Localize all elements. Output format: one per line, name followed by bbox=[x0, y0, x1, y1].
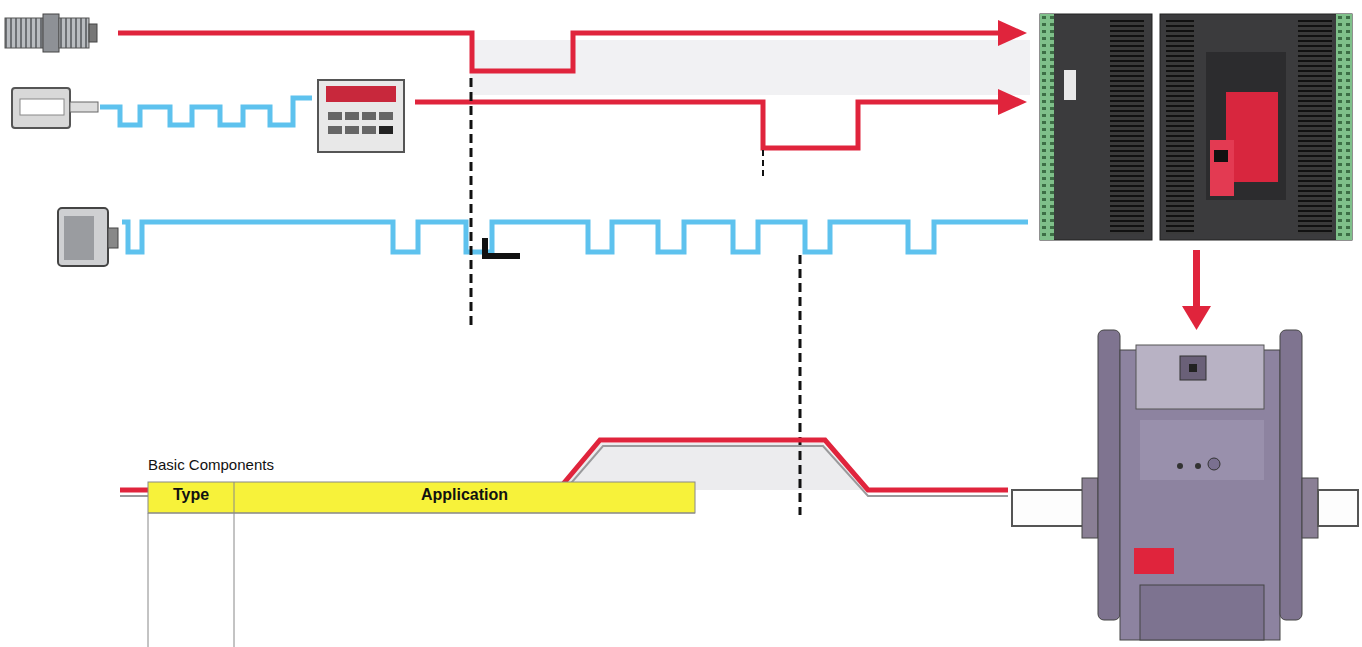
pulse-train bbox=[100, 98, 312, 125]
sensor-icon bbox=[5, 14, 97, 52]
arrow-head bbox=[998, 20, 1027, 46]
plc-icon bbox=[1040, 14, 1352, 240]
pulse-train bbox=[122, 222, 1028, 252]
dashed-marker bbox=[762, 150, 764, 180]
section-heading: Basic Components bbox=[148, 456, 274, 473]
arrow-shaft bbox=[1193, 250, 1200, 310]
dashed-marker bbox=[470, 78, 473, 330]
arrow-head bbox=[1182, 306, 1211, 330]
marker-bracket bbox=[485, 238, 520, 256]
components-table bbox=[148, 482, 695, 647]
signal-line bbox=[118, 33, 1000, 71]
signal-line bbox=[415, 102, 1000, 148]
counter-icon bbox=[318, 80, 404, 152]
table-header: Application bbox=[234, 486, 695, 504]
clutch-brake-unit bbox=[1012, 330, 1358, 640]
table-header: Type bbox=[148, 486, 234, 504]
proximity-icon bbox=[58, 208, 118, 266]
dashed-marker bbox=[799, 255, 802, 515]
encoder-icon bbox=[12, 88, 98, 128]
arrow-head bbox=[998, 89, 1027, 115]
